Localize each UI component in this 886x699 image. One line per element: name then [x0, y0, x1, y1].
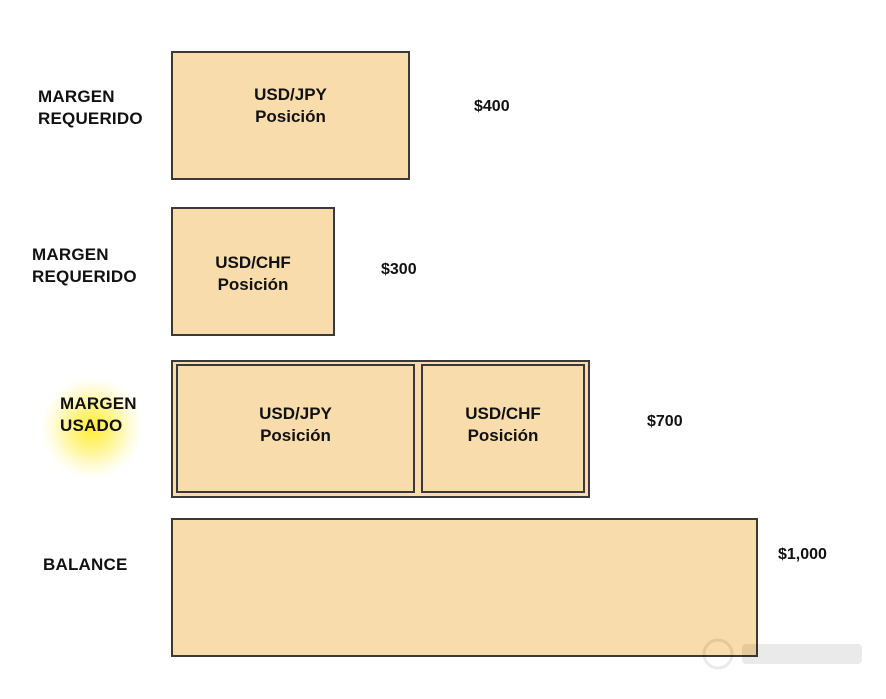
row2-value: $300	[381, 261, 417, 278]
row1-label-line1: MARGEN	[38, 87, 115, 106]
balance-label: BALANCE	[43, 555, 128, 574]
usdchf-box-text: USD/CHF Posición	[215, 252, 291, 296]
row3-label-line1: MARGEN	[60, 394, 137, 413]
used-usdjpy-box: USD/JPY Posición	[176, 364, 415, 493]
used-usdjpy-box-text: USD/JPY Posición	[259, 403, 332, 447]
row3-value: $700	[647, 413, 683, 430]
row2-label: MARGEN REQUERIDO	[32, 244, 137, 288]
usdjpy-box-line2: Posición	[255, 106, 326, 126]
balance-box	[171, 518, 758, 657]
row1-value: $400	[474, 98, 510, 115]
usdjpy-box-text: USD/JPY Posición	[254, 84, 327, 128]
row2-label-line2: REQUERIDO	[32, 267, 137, 286]
highlight-glow	[42, 378, 142, 478]
row1-label: MARGEN REQUERIDO	[38, 86, 143, 130]
row3-label-line2: USADO	[60, 416, 123, 435]
usdchf-box-line2: Posición	[217, 274, 289, 294]
used-usdchf-line1: USD/CHF	[465, 403, 541, 423]
balance-value: $1,000	[778, 546, 827, 563]
used-usdchf-box: USD/CHF Posición	[421, 364, 585, 493]
used-usdjpy-line1: USD/JPY	[259, 403, 332, 423]
usdchf-box-line1: USD/CHF	[215, 252, 291, 272]
row1-label-line2: REQUERIDO	[38, 109, 143, 128]
row3-label: MARGEN USADO	[60, 393, 137, 437]
used-usdjpy-line2: Posición	[260, 425, 331, 445]
usdjpy-position-box: USD/JPY Posición	[171, 51, 410, 180]
watermark-logo-icon	[702, 638, 862, 670]
used-usdchf-line2: Posición	[467, 425, 539, 445]
usdchf-position-box: USD/CHF Posición	[171, 207, 335, 336]
used-usdchf-box-text: USD/CHF Posición	[465, 403, 541, 447]
usdjpy-box-line1: USD/JPY	[254, 84, 327, 104]
row2-label-line1: MARGEN	[32, 245, 109, 264]
